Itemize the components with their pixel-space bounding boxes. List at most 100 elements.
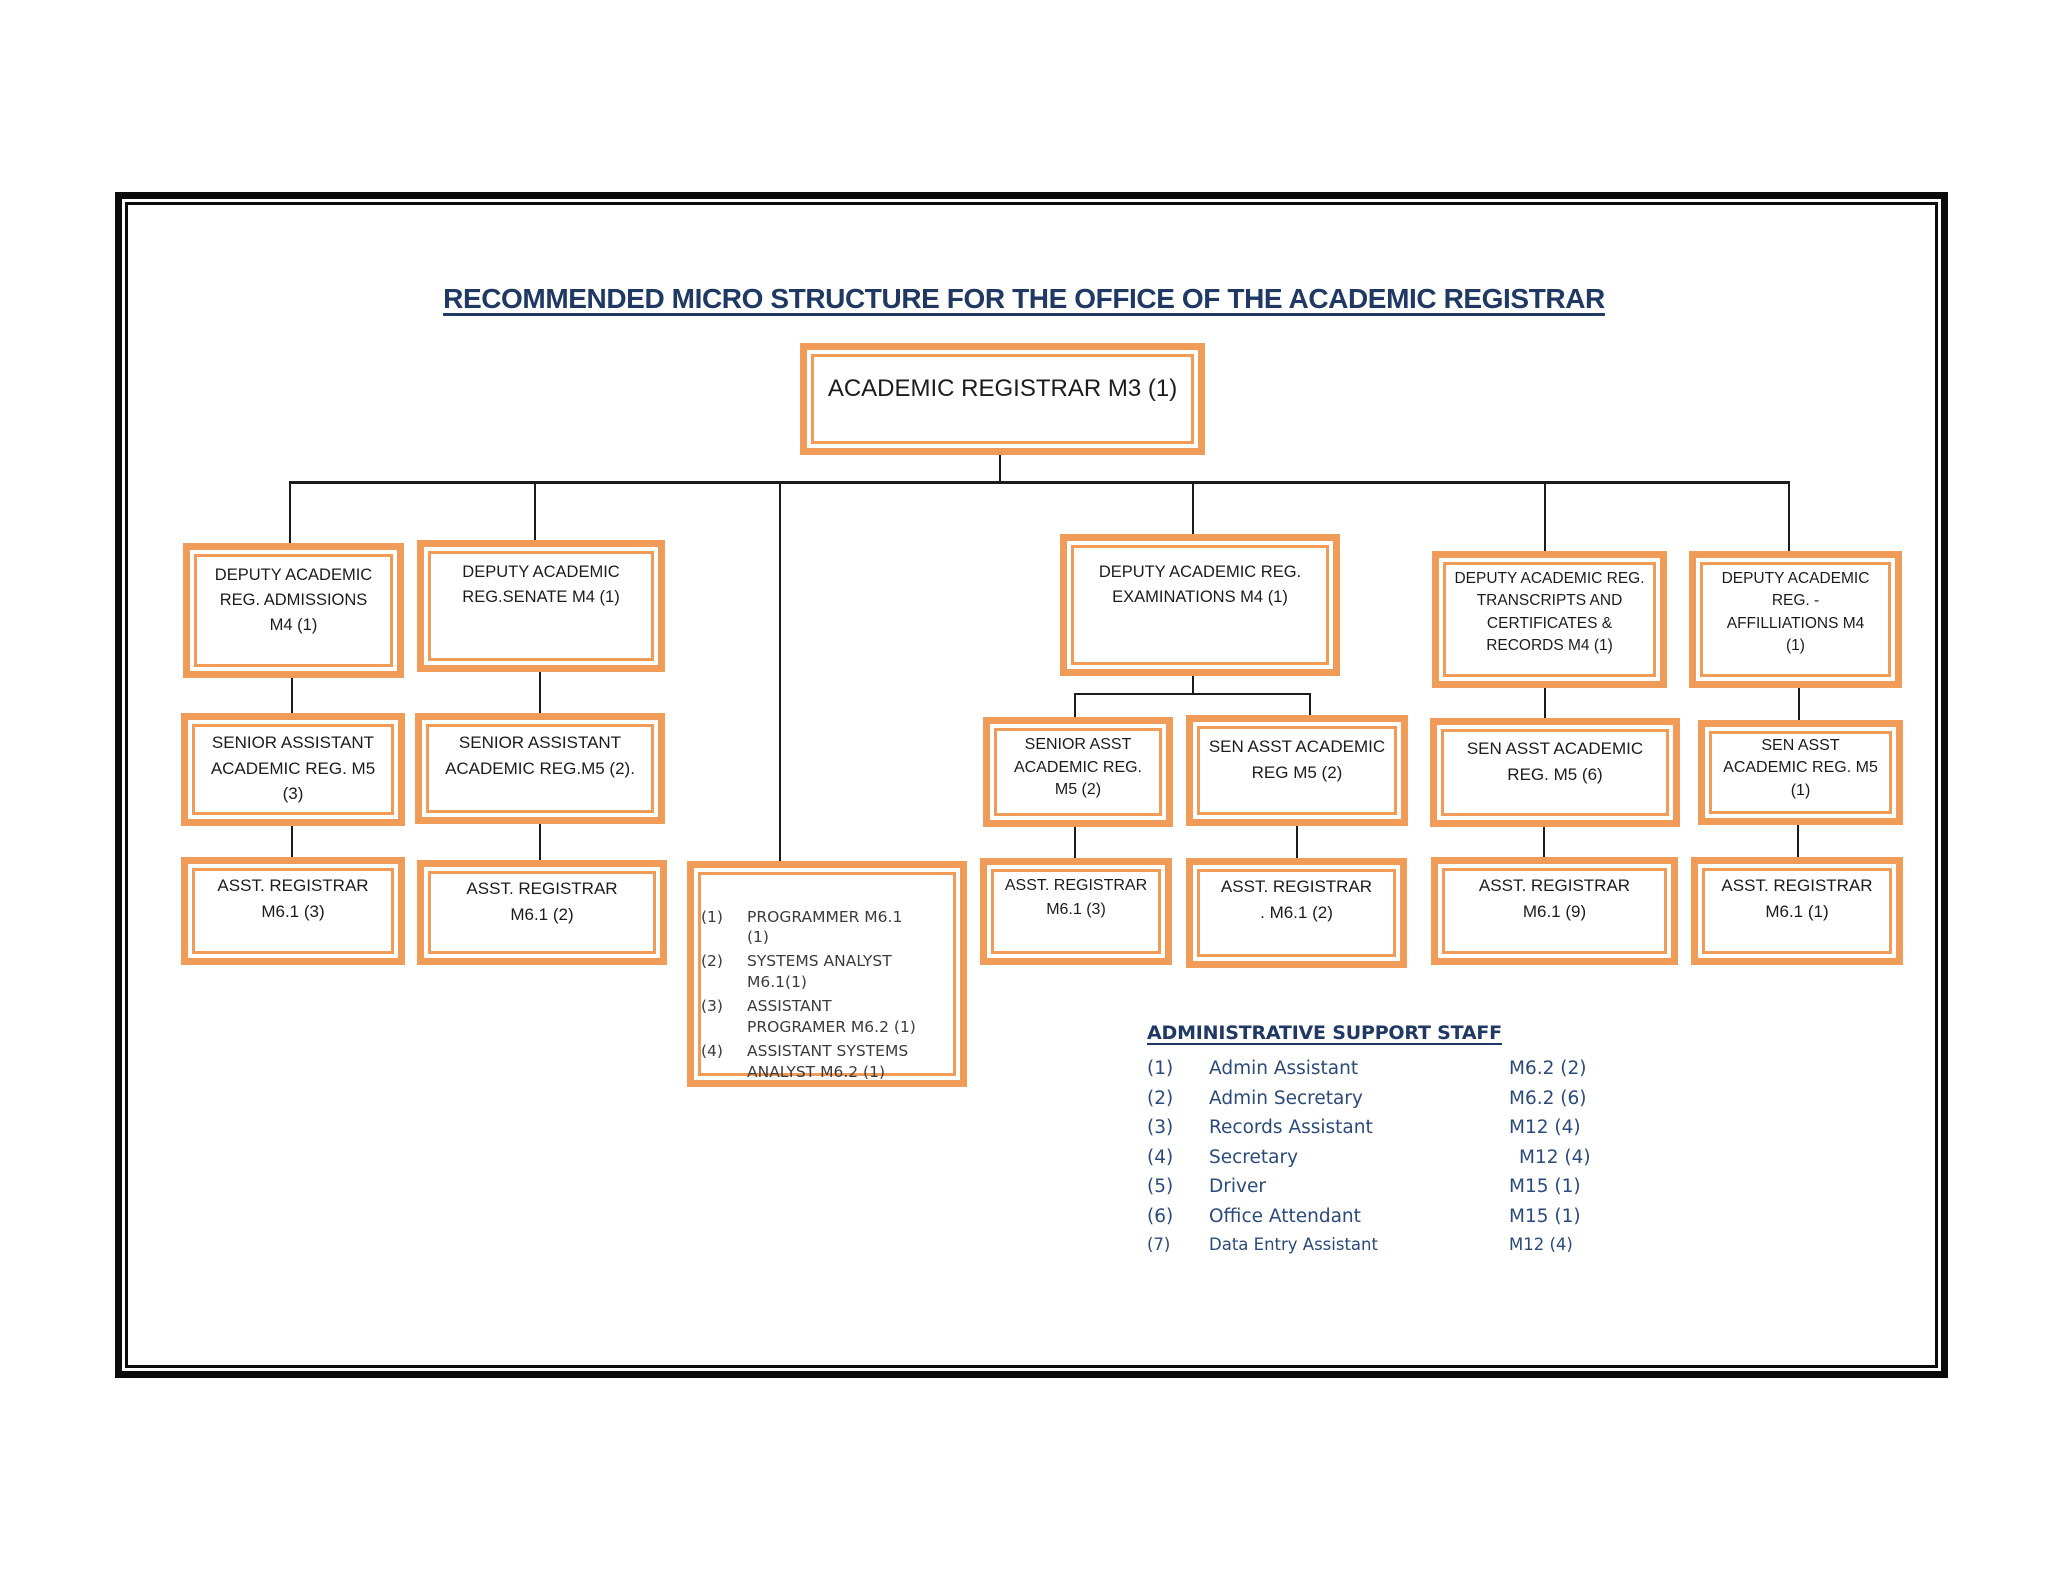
- it-item-number: (4): [701, 1042, 723, 1061]
- row-number: (2): [1147, 1087, 1174, 1109]
- connector-root-stem: [999, 455, 1001, 483]
- connector-exam-drop-right: [1309, 693, 1311, 715]
- admin-support-row: (6) Office Attendant M15 (1): [1147, 1206, 1747, 1236]
- connector-exam-horizontal: [1074, 693, 1311, 695]
- box-sen-asst-transcripts: SEN ASST ACADEMIC REG. M5 (6): [1430, 718, 1680, 827]
- box-label: DEPUTY ACADEMIC REG.SENATE M4 (1): [462, 563, 620, 606]
- box-label: SENIOR ASST ACADEMIC REG. M5 (2): [1013, 736, 1142, 799]
- row-number: (1): [1147, 1058, 1174, 1079]
- it-item-number: (2): [701, 952, 723, 971]
- connector-senior5-asst5: [1543, 827, 1545, 857]
- box-senior-asst-exams-2: SEN ASST ACADEMIC REG M5 (2): [1186, 715, 1408, 826]
- row-grade: M15 (1): [1509, 1205, 1581, 1227]
- page-border: [115, 192, 1948, 1378]
- it-item-number: (1): [701, 907, 723, 926]
- box-label: SENIOR ASSISTANT ACADEMIC REG. M5 (3): [210, 733, 376, 803]
- box-senior-asst-exams-1: SENIOR ASST ACADEMIC REG. M5 (2): [983, 717, 1173, 827]
- box-deputy-examinations: DEPUTY ACADEMIC REG. EXAMINATIONS M4 (1): [1060, 534, 1340, 676]
- row-number: (7): [1147, 1235, 1171, 1254]
- box-asst-registrar-exams-1: ASST. REGISTRAR M6.1 (3): [980, 858, 1172, 965]
- box-it-staff-list: (1) PROGRAMMER M6.1 (1) (2) SYSTEMS ANAL…: [687, 861, 967, 1087]
- box-senior-asst-senate: SENIOR ASSISTANT ACADEMIC REG.M5 (2).: [415, 713, 665, 824]
- row-role: Records Assistant: [1209, 1117, 1373, 1138]
- box-asst-registrar-transcripts: ASST. REGISTRAR M6.1 (9): [1431, 857, 1678, 965]
- connector-senior6-asst6: [1797, 825, 1799, 857]
- box-label: ASST. REGISTRAR M6.1 (3): [1004, 877, 1148, 918]
- connector-admissions-senior: [291, 678, 293, 713]
- connector-senate-senior: [539, 672, 541, 713]
- admin-support-row: (2) Admin Secretary M6.2 (6): [1147, 1088, 1747, 1118]
- row-role: Office Attendant: [1209, 1205, 1361, 1227]
- box-label: DEPUTY ACADEMIC REG. ADMISSIONS M4 (1): [214, 566, 373, 634]
- box-deputy-admissions: DEPUTY ACADEMIC REG. ADMISSIONS M4 (1): [183, 543, 404, 678]
- admin-support-section: ADMINISTRATIVE SUPPORT STAFF (1) Admin A…: [1147, 1022, 1747, 1265]
- box-sen-asst-affiliations: SEN ASST ACADEMIC REG. M5 (1): [1698, 720, 1903, 825]
- row-grade: M6.2 (2): [1509, 1058, 1587, 1079]
- box-asst-registrar-senate: ASST. REGISTRAR M6.1 (2): [417, 860, 667, 965]
- box-label: SEN ASST ACADEMIC REG. M5 (1): [1723, 737, 1878, 799]
- row-grade: M6.2 (6): [1509, 1087, 1587, 1109]
- box-deputy-transcripts: DEPUTY ACADEMIC REG. TRANSCRIPTS AND CER…: [1432, 551, 1667, 688]
- it-item-label: PROGRAMMER M6.1 (1): [747, 907, 903, 947]
- row-grade: M12 (4): [1509, 1235, 1573, 1254]
- row-number: (5): [1147, 1176, 1174, 1197]
- it-staff-list: (1) PROGRAMMER M6.1 (1) (2) SYSTEMS ANAL…: [701, 881, 957, 1108]
- connector-drop-admissions: [289, 483, 291, 543]
- admin-support-row: (1) Admin Assistant M6.2 (2): [1147, 1058, 1747, 1088]
- connector-senior4-asst4: [1296, 826, 1298, 858]
- connector-affiliations-senior: [1798, 688, 1800, 720]
- admin-support-row: (5) Driver M15 (1): [1147, 1176, 1747, 1206]
- connector-transcripts-senior: [1544, 688, 1546, 718]
- box-label: DEPUTY ACADEMIC REG. TRANSCRIPTS AND CER…: [1454, 570, 1645, 655]
- row-number: (3): [1147, 1117, 1174, 1138]
- row-role: Secretary: [1209, 1146, 1299, 1168]
- connector-senior2-asst2: [539, 824, 541, 860]
- connector-drop-senate: [534, 483, 536, 540]
- box-deputy-senate: DEPUTY ACADEMIC REG.SENATE M4 (1): [417, 540, 665, 672]
- it-item-label: ASSISTANT SYSTEMS ANALYST M6.2 (1): [747, 1042, 909, 1081]
- connector-exam-stem: [1192, 676, 1194, 694]
- row-grade: M15 (1): [1509, 1176, 1581, 1197]
- box-label: ASST. REGISTRAR . M6.1 (2): [1220, 877, 1373, 922]
- chart-title: RECOMMENDED MICRO STRUCTURE FOR THE OFFI…: [443, 283, 1605, 314]
- connector-senior3-asst3: [1074, 827, 1076, 858]
- admin-support-heading: ADMINISTRATIVE SUPPORT STAFF: [1147, 1022, 1502, 1044]
- row-role: Data Entry Assistant: [1209, 1235, 1378, 1254]
- box-label: ASST. REGISTRAR M6.1 (3): [217, 876, 369, 921]
- row-role: Driver: [1209, 1176, 1266, 1197]
- box-label: SEN ASST ACADEMIC REG M5 (2): [1208, 737, 1386, 782]
- box-label: SEN ASST ACADEMIC REG. M5 (6): [1466, 739, 1644, 784]
- row-number: (4): [1147, 1146, 1174, 1168]
- connector-drop-transcripts: [1544, 483, 1546, 551]
- box-senior-asst-admissions: SENIOR ASSISTANT ACADEMIC REG. M5 (3): [181, 713, 405, 826]
- box-asst-registrar-exams-2: ASST. REGISTRAR . M6.1 (2): [1186, 858, 1407, 968]
- it-item-label: ASSISTANT PROGRAMER M6.2 (1): [747, 997, 916, 1037]
- connector-senior1-asst1: [291, 826, 293, 857]
- box-asst-registrar-admissions: ASST. REGISTRAR M6.1 (3): [181, 857, 405, 965]
- connector-drop-affiliations: [1788, 483, 1790, 551]
- box-label: DEPUTY ACADEMIC REG. EXAMINATIONS M4 (1): [1098, 563, 1302, 606]
- it-item-number: (3): [701, 997, 723, 1016]
- row-number: (6): [1147, 1205, 1174, 1227]
- it-item-label: SYSTEMS ANALYST M6.1(1): [747, 952, 892, 992]
- admin-support-row: (4) Secretary M12 (4): [1147, 1147, 1747, 1177]
- admin-support-row: (7) Data Entry Assistant M12 (4): [1147, 1235, 1747, 1265]
- box-deputy-affiliations: DEPUTY ACADEMIC REG. - AFFILLIATIONS M4 …: [1689, 551, 1902, 688]
- admin-support-row: (3) Records Assistant M12 (4): [1147, 1117, 1747, 1147]
- connector-drop-it-unit: [779, 483, 781, 861]
- row-grade: M12 (4): [1519, 1146, 1591, 1168]
- row-role: Admin Assistant: [1209, 1058, 1359, 1079]
- box-label: ACADEMIC REGISTRAR M3 (1): [827, 375, 1178, 402]
- box-academic-registrar: ACADEMIC REGISTRAR M3 (1): [800, 343, 1205, 455]
- connector-main-horizontal: [289, 481, 1790, 484]
- page-border-inner: [125, 202, 1938, 1368]
- box-label: DEPUTY ACADEMIC REG. - AFFILLIATIONS M4 …: [1721, 570, 1870, 655]
- box-label: SENIOR ASSISTANT ACADEMIC REG.M5 (2).: [445, 733, 635, 778]
- box-label: ASST. REGISTRAR M6.1 (2): [466, 879, 618, 924]
- box-asst-registrar-affiliations: ASST. REGISTRAR M6.1 (1): [1691, 857, 1903, 965]
- row-grade: M12 (4): [1509, 1117, 1581, 1138]
- box-label: ASST. REGISTRAR M6.1 (9): [1478, 876, 1631, 921]
- row-role: Admin Secretary: [1209, 1087, 1363, 1109]
- connector-drop-examinations: [1192, 483, 1194, 534]
